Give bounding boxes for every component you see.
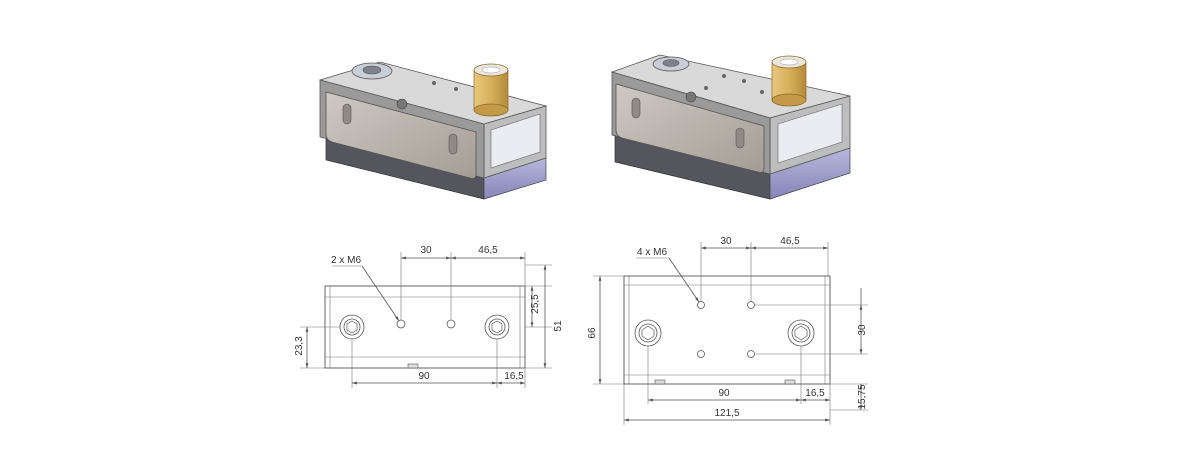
hole-note-right: 4 x M6 — [637, 247, 667, 258]
isometric-view-2 — [610, 54, 851, 200]
dim-top-right-right: 46,5 — [780, 236, 800, 247]
dim-top-spacing-right: 30 — [720, 236, 732, 247]
top-view-left — [324, 285, 526, 369]
top-view-right — [623, 275, 831, 385]
dim-bottom-length-right: 90 — [718, 388, 730, 399]
dim-right-bottom-right: 15,75 — [857, 384, 868, 409]
dim-bottom-right-right: 16,5 — [805, 388, 825, 399]
dim-bottom-right-left: 16,5 — [504, 371, 524, 382]
dim-bottom-length-left: 90 — [418, 371, 430, 382]
dim-right-spacing-right: 30 — [857, 324, 868, 336]
dim-left-height-right: 66 — [587, 327, 598, 339]
dim-overall-length-right: 121,5 — [714, 408, 739, 419]
dim-left-height-left: 23,3 — [294, 336, 305, 356]
dim-top-spacing-left: 30 — [420, 245, 432, 256]
dimensions-left: 30 46,5 2 x M6 25,5 51 23,3 90 16,5 — [294, 245, 564, 388]
isometric-view-1 — [318, 61, 548, 200]
dim-right-inner-left: 25,5 — [530, 294, 541, 314]
dim-top-right-left: 46,5 — [478, 245, 498, 256]
dimensions-right: 30 46,5 4 x M6 66 30 15,75 90 16,5 121,5 — [587, 236, 868, 425]
hole-note-left: 2 x M6 — [331, 255, 361, 266]
dim-right-outer-left: 51 — [553, 320, 564, 332]
